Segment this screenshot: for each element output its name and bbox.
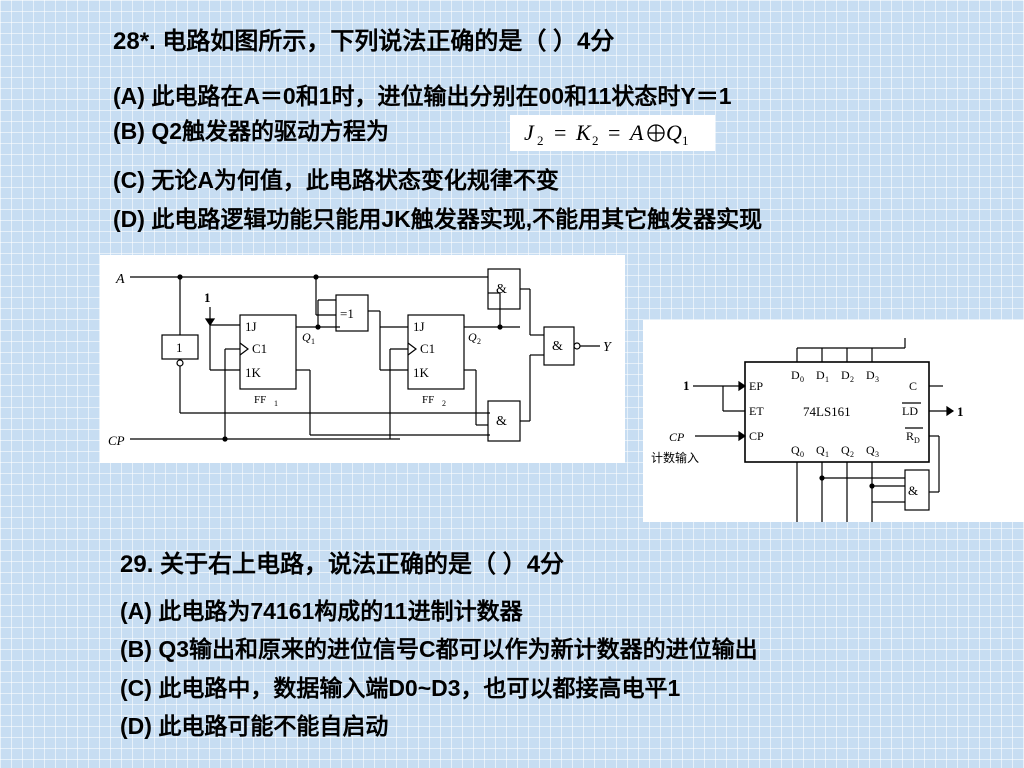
svg-text:CP: CP <box>669 430 685 444</box>
inverter-gate <box>161 334 199 360</box>
svg-text:1K: 1K <box>245 365 262 380</box>
input-cp-label: CP <box>108 433 125 448</box>
svg-text:1: 1 <box>825 375 829 384</box>
svg-text:1: 1 <box>683 378 690 393</box>
svg-text:1J: 1J <box>413 319 425 334</box>
svg-text:FF: FF <box>254 394 266 406</box>
svg-text:=: = <box>608 120 620 145</box>
svg-text:R: R <box>906 429 914 443</box>
svg-text:0: 0 <box>800 375 804 384</box>
svg-text:1K: 1K <box>413 365 430 380</box>
svg-text:LD: LD <box>902 404 918 418</box>
svg-text:&: & <box>908 483 918 498</box>
svg-text:C1: C1 <box>252 341 267 356</box>
svg-text:C: C <box>909 379 917 393</box>
count-input-label: 计数输入 <box>651 450 699 465</box>
svg-text:2: 2 <box>850 375 854 384</box>
xor-gate <box>335 294 369 332</box>
svg-text:1: 1 <box>957 404 964 419</box>
svg-text:EP: EP <box>749 379 763 393</box>
svg-text:D: D <box>816 368 825 382</box>
circuit-diagram-1: A 1 1 1J C1 1K FF 1 Q 1 = <box>100 255 625 463</box>
svg-text:C1: C1 <box>420 341 435 356</box>
svg-text:Q: Q <box>302 330 311 344</box>
q28-option-b: (B) Q2触发器的驱动方程为 <box>113 118 389 144</box>
q28-option-c: (C) 无论A为何值，此电路状态变化规律不变 <box>113 167 559 193</box>
svg-text:Q: Q <box>866 443 875 457</box>
svg-text:FF: FF <box>422 394 434 406</box>
q29-option-b: (B) Q3输出和原来的进位信号C都可以作为新计数器的进位输出 <box>120 636 758 662</box>
jk-flipflop-ff1 <box>239 314 297 390</box>
svg-text:1: 1 <box>274 399 278 408</box>
svg-text:1: 1 <box>176 340 183 355</box>
svg-text:Q: Q <box>841 443 850 457</box>
eq-q-sub: 1 <box>682 133 689 148</box>
xor-operator-icon <box>647 124 665 142</box>
svg-text:CP: CP <box>749 429 764 443</box>
svg-text:1: 1 <box>825 450 829 459</box>
counter-chip-74ls161 <box>744 361 930 463</box>
svg-text:2: 2 <box>442 399 446 408</box>
svg-text:&: & <box>496 282 507 297</box>
svg-text:D: D <box>841 368 850 382</box>
q28-equation: J 2 = K 2 = A Q 1 <box>510 115 715 151</box>
jk-flipflop-ff2 <box>407 314 465 390</box>
svg-text:1J: 1J <box>245 319 257 334</box>
svg-text:D: D <box>791 368 800 382</box>
eq-q: Q <box>666 120 682 145</box>
svg-text:&: & <box>552 339 563 354</box>
svg-text:0: 0 <box>800 450 804 459</box>
eq-k: K <box>575 120 592 145</box>
output-y-label: Y <box>603 340 613 355</box>
svg-text:=1: =1 <box>340 306 354 321</box>
input-a-label: A <box>115 272 125 287</box>
eq-a: A <box>628 120 644 145</box>
svg-text:=: = <box>554 120 566 145</box>
svg-text:D: D <box>866 368 875 382</box>
q28-option-d: (D) 此电路逻辑功能只能用JK触发器实现,不能用其它触发器实现 <box>113 206 763 232</box>
svg-text:Q: Q <box>468 330 477 344</box>
svg-text:&: & <box>496 414 507 429</box>
q29-title: 29. 关于右上电路，说法正确的是（ ）4分 <box>120 551 565 578</box>
svg-text:Q: Q <box>791 443 800 457</box>
svg-text:3: 3 <box>875 375 879 384</box>
and-gate-reset <box>904 469 930 511</box>
q29-option-c: (C) 此电路中，数据输入端D0~D3，也可以都接高电平1 <box>120 675 681 701</box>
eq-k-sub: 2 <box>592 133 599 148</box>
circuit-diagram-2: 74LS161 D 0 D 1 D 2 D 3 EP ET CP 1 CP 计数… <box>643 320 1024 522</box>
q29-option-a: (A) 此电路为74161构成的11进制计数器 <box>120 598 523 624</box>
svg-text:ET: ET <box>749 404 764 418</box>
eq-j: J <box>524 120 535 145</box>
q28-option-a: (A) 此电路在A＝0和1时，进位输出分别在00和11状态时Y＝1 <box>113 83 732 109</box>
svg-text:1: 1 <box>311 337 315 346</box>
svg-text:Q: Q <box>816 443 825 457</box>
svg-text:2: 2 <box>477 337 481 346</box>
q28-title: 28*. 电路如图所示，下列说法正确的是（ ）4分 <box>113 28 615 55</box>
svg-text:D: D <box>914 436 920 445</box>
svg-text:74LS161: 74LS161 <box>803 404 851 419</box>
svg-text:3: 3 <box>875 450 879 459</box>
const-one-label: 1 <box>204 290 211 305</box>
svg-text:2: 2 <box>850 450 854 459</box>
eq-j-sub: 2 <box>537 133 544 148</box>
q29-option-d: (D) 此电路可能不能自启动 <box>120 713 389 739</box>
